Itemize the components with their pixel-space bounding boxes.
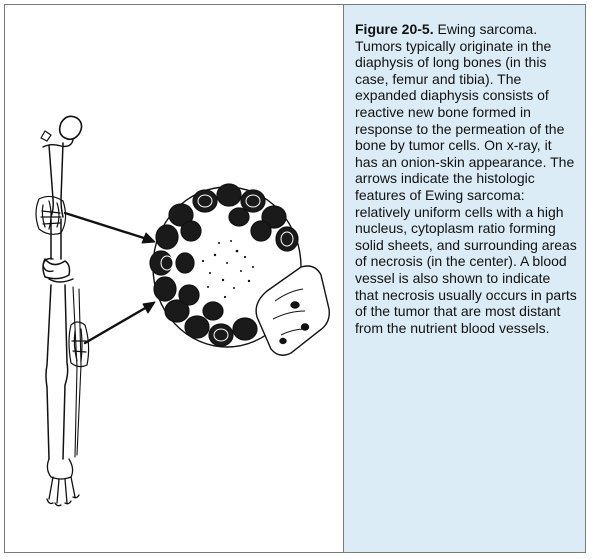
- figure-label: Figure 20-5.: [355, 21, 434, 37]
- arrow-to-histology-upper: [65, 213, 147, 239]
- figure-caption: Figure 20-5. Ewing sarcoma. Tumors typic…: [355, 21, 577, 336]
- figure-frame: Figure 20-5. Ewing sarcoma. Tumors typic…: [4, 4, 586, 553]
- tibia-fibula-drawing: [46, 285, 81, 459]
- caption-panel: Figure 20-5. Ewing sarcoma. Tumors typic…: [344, 5, 585, 552]
- tibia-lesion-drawing: [69, 322, 89, 367]
- ewing-sarcoma-illustration: [5, 5, 344, 552]
- foot-drawing: [47, 459, 79, 506]
- arrow-head-upper: [142, 233, 155, 243]
- arrow-to-histology-lower: [85, 307, 147, 343]
- figure-illustration-panel: [5, 5, 344, 552]
- figure-caption-text: Ewing sarcoma. Tumors typically originat…: [355, 21, 577, 336]
- femur-drawing: [41, 116, 82, 278]
- arrow-head-lower: [143, 302, 155, 313]
